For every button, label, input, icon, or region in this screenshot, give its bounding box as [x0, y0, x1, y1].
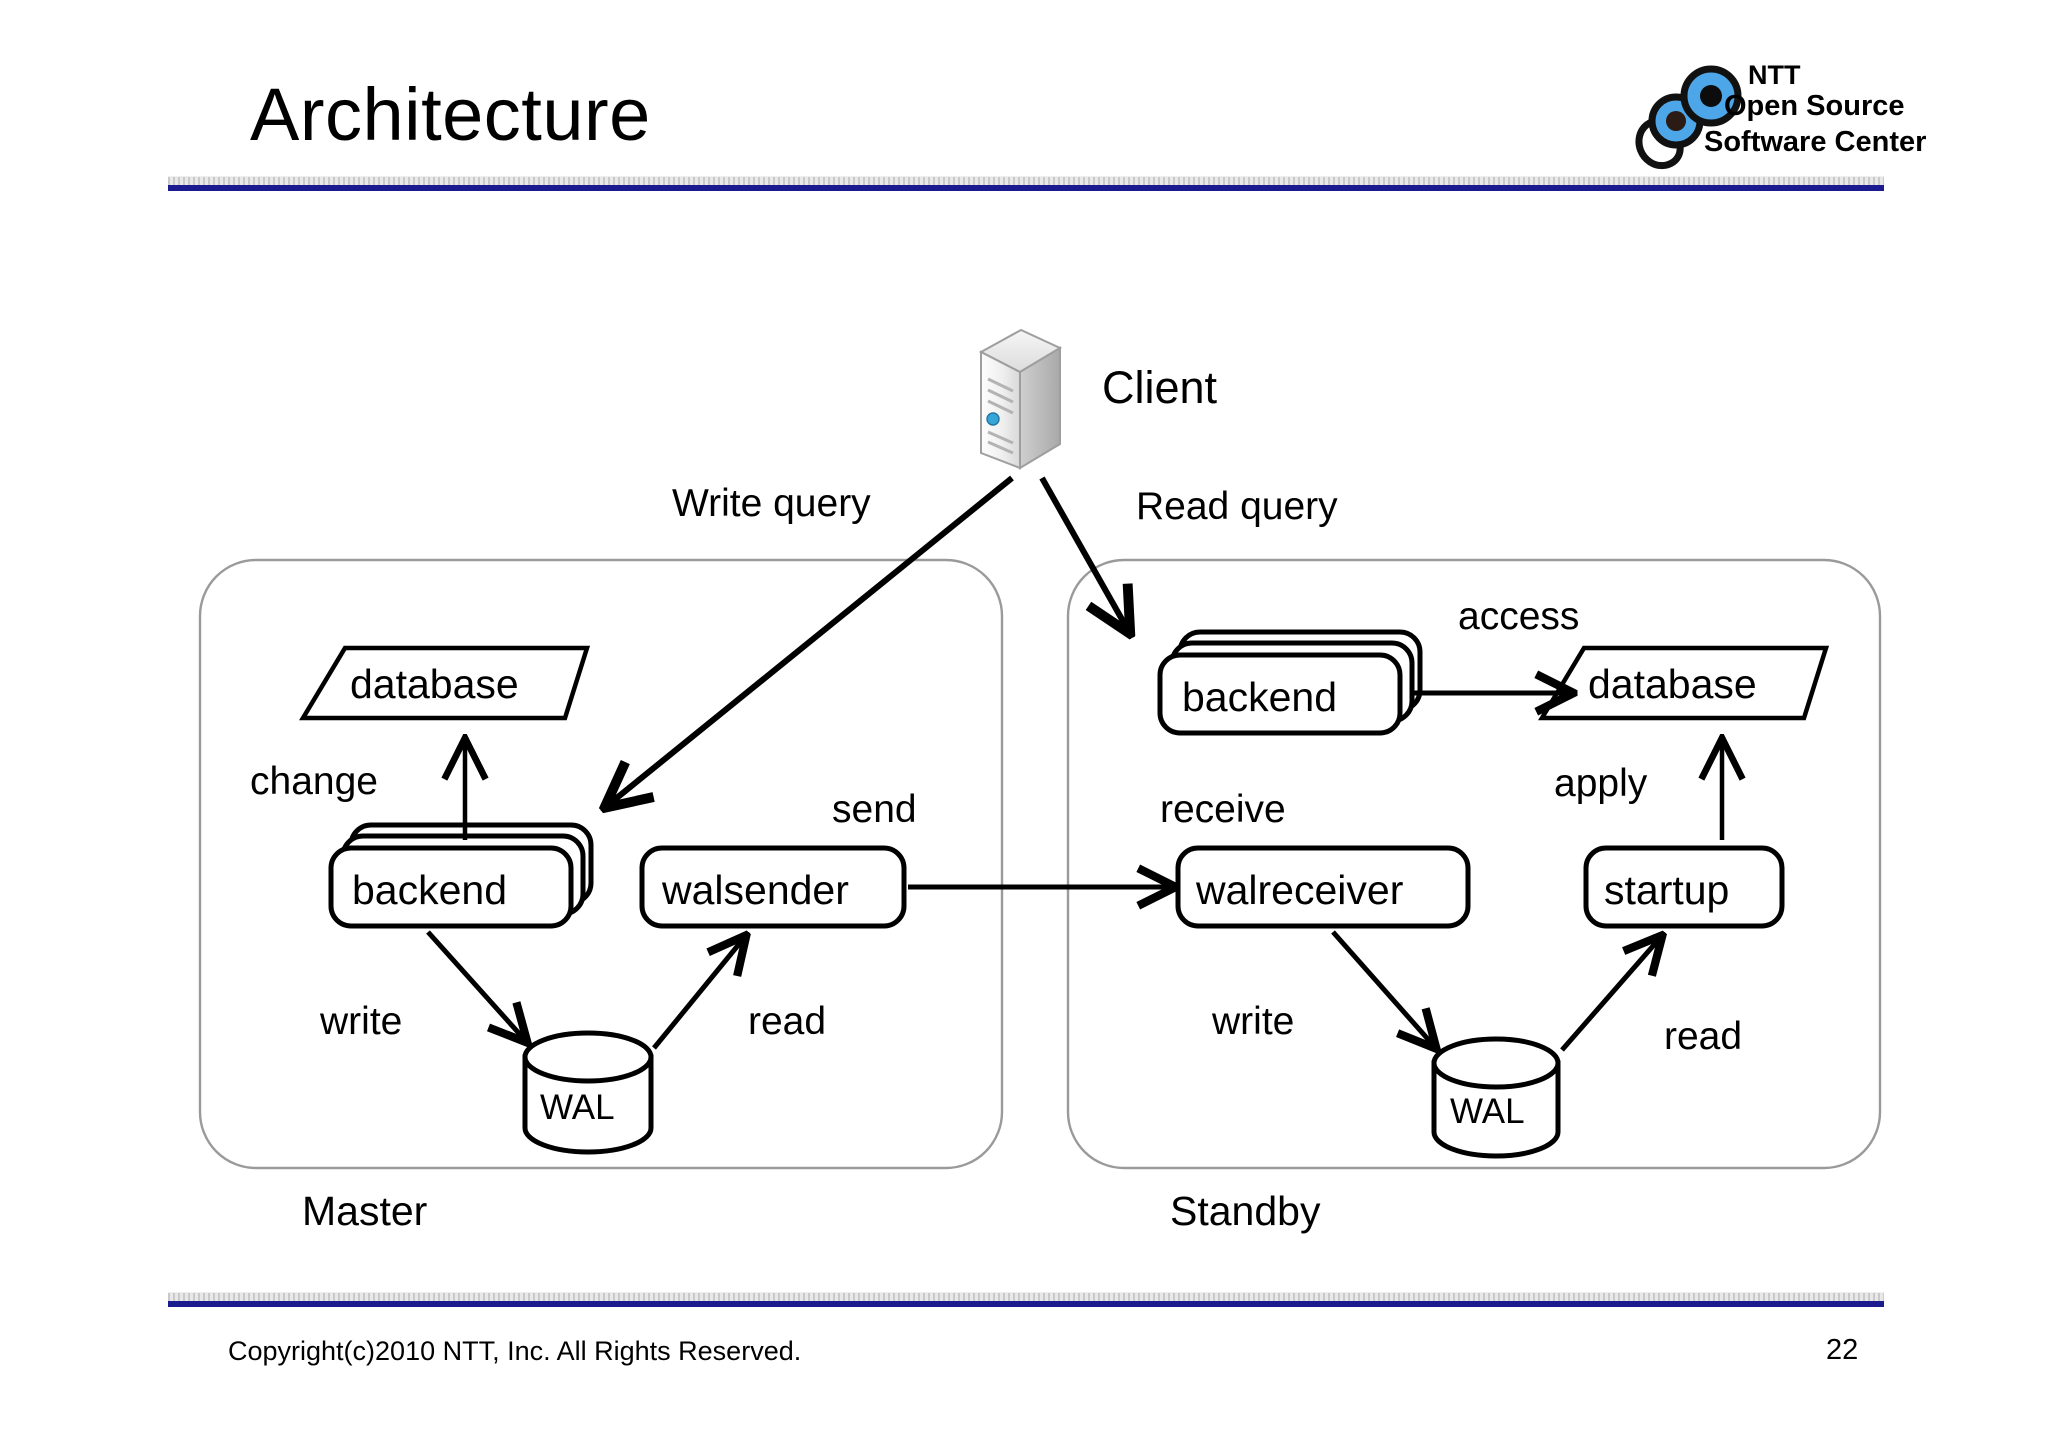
- header-divider-navy: [168, 185, 1884, 191]
- node-label-standby-backend: backend: [1182, 674, 1338, 720]
- edge-label-master-read: read: [748, 1000, 827, 1043]
- client-label: Client: [1102, 362, 1218, 413]
- node-label-master-database: database: [350, 661, 519, 707]
- header-divider-gray: [168, 176, 1884, 186]
- footer-copyright: Copyright(c)2010 NTT, Inc. All Rights Re…: [228, 1336, 802, 1366]
- node-master-backend: [328, 822, 594, 929]
- edge-standby-write-arrow: [1331, 930, 1434, 1046]
- node-label-standby-startup: startup: [1604, 867, 1730, 913]
- edge-master-write-arrow: [426, 930, 525, 1040]
- edge-read-query-arrow: [1039, 476, 1128, 630]
- panel-label-standby: Standby: [1170, 1188, 1321, 1234]
- edge-write-query-arrow: [608, 475, 1014, 805]
- node-master-wal: [522, 1030, 654, 1155]
- page-number: 22: [1826, 1334, 1859, 1366]
- logo-text-open-source: Open Source: [1724, 90, 1905, 122]
- node-standby-wal: [1431, 1036, 1561, 1159]
- node-master-walsender: [639, 845, 907, 929]
- node-label-master-wal: WAL: [540, 1088, 615, 1127]
- panel-master-outline: [198, 558, 1004, 1170]
- node-label-standby-wal: WAL: [1450, 1092, 1525, 1131]
- logo-hook-icon: [1635, 116, 1684, 170]
- node-standby-walreceiver: [1175, 845, 1471, 929]
- panel-standby-outline: [1066, 558, 1882, 1170]
- node-master-database: [299, 645, 591, 721]
- edge-label-apply: apply: [1554, 762, 1648, 805]
- node-label-standby-walreceiver: walreceiver: [1196, 867, 1404, 913]
- edge-label-change: change: [250, 760, 378, 803]
- edge-label-read-query: Read query: [1136, 485, 1338, 528]
- node-label-master-backend: backend: [352, 867, 508, 913]
- edge-label-standby-write: write: [1212, 1000, 1295, 1043]
- node-standby-backend: [1157, 629, 1423, 736]
- edge-label-master-write: write: [320, 1000, 403, 1043]
- logo-circle-lower-center-icon: [1666, 111, 1686, 131]
- node-label-standby-database: database: [1588, 661, 1757, 707]
- footer-divider-navy: [168, 1301, 1884, 1307]
- edge-master-read-arrow: [652, 938, 744, 1050]
- ntt-open-source-software-center-logo: NTT Open Source Software Center: [1628, 58, 1926, 178]
- edge-standby-read-arrow: [1560, 938, 1660, 1052]
- edge-label-standby-read: read: [1664, 1015, 1743, 1058]
- node-label-master-walsender: walsender: [662, 867, 849, 913]
- panel-label-master: Master: [302, 1188, 428, 1234]
- client-led-icon: [986, 412, 1000, 426]
- edge-label-receive: receive: [1160, 788, 1286, 831]
- logo-circle-upper-center-icon: [1700, 85, 1722, 107]
- logo-text-ntt: NTT: [1748, 60, 1801, 90]
- logo-text-software-center: Software Center: [1704, 126, 1927, 158]
- client-server-icon: [978, 328, 1063, 470]
- edge-label-access: access: [1458, 595, 1580, 638]
- footer-divider-gray: [168, 1292, 1884, 1302]
- edge-label-write-query: Write query: [672, 482, 871, 525]
- node-standby-startup: [1583, 845, 1785, 929]
- page-title: Architecture: [250, 73, 651, 156]
- edge-label-send: send: [832, 788, 917, 831]
